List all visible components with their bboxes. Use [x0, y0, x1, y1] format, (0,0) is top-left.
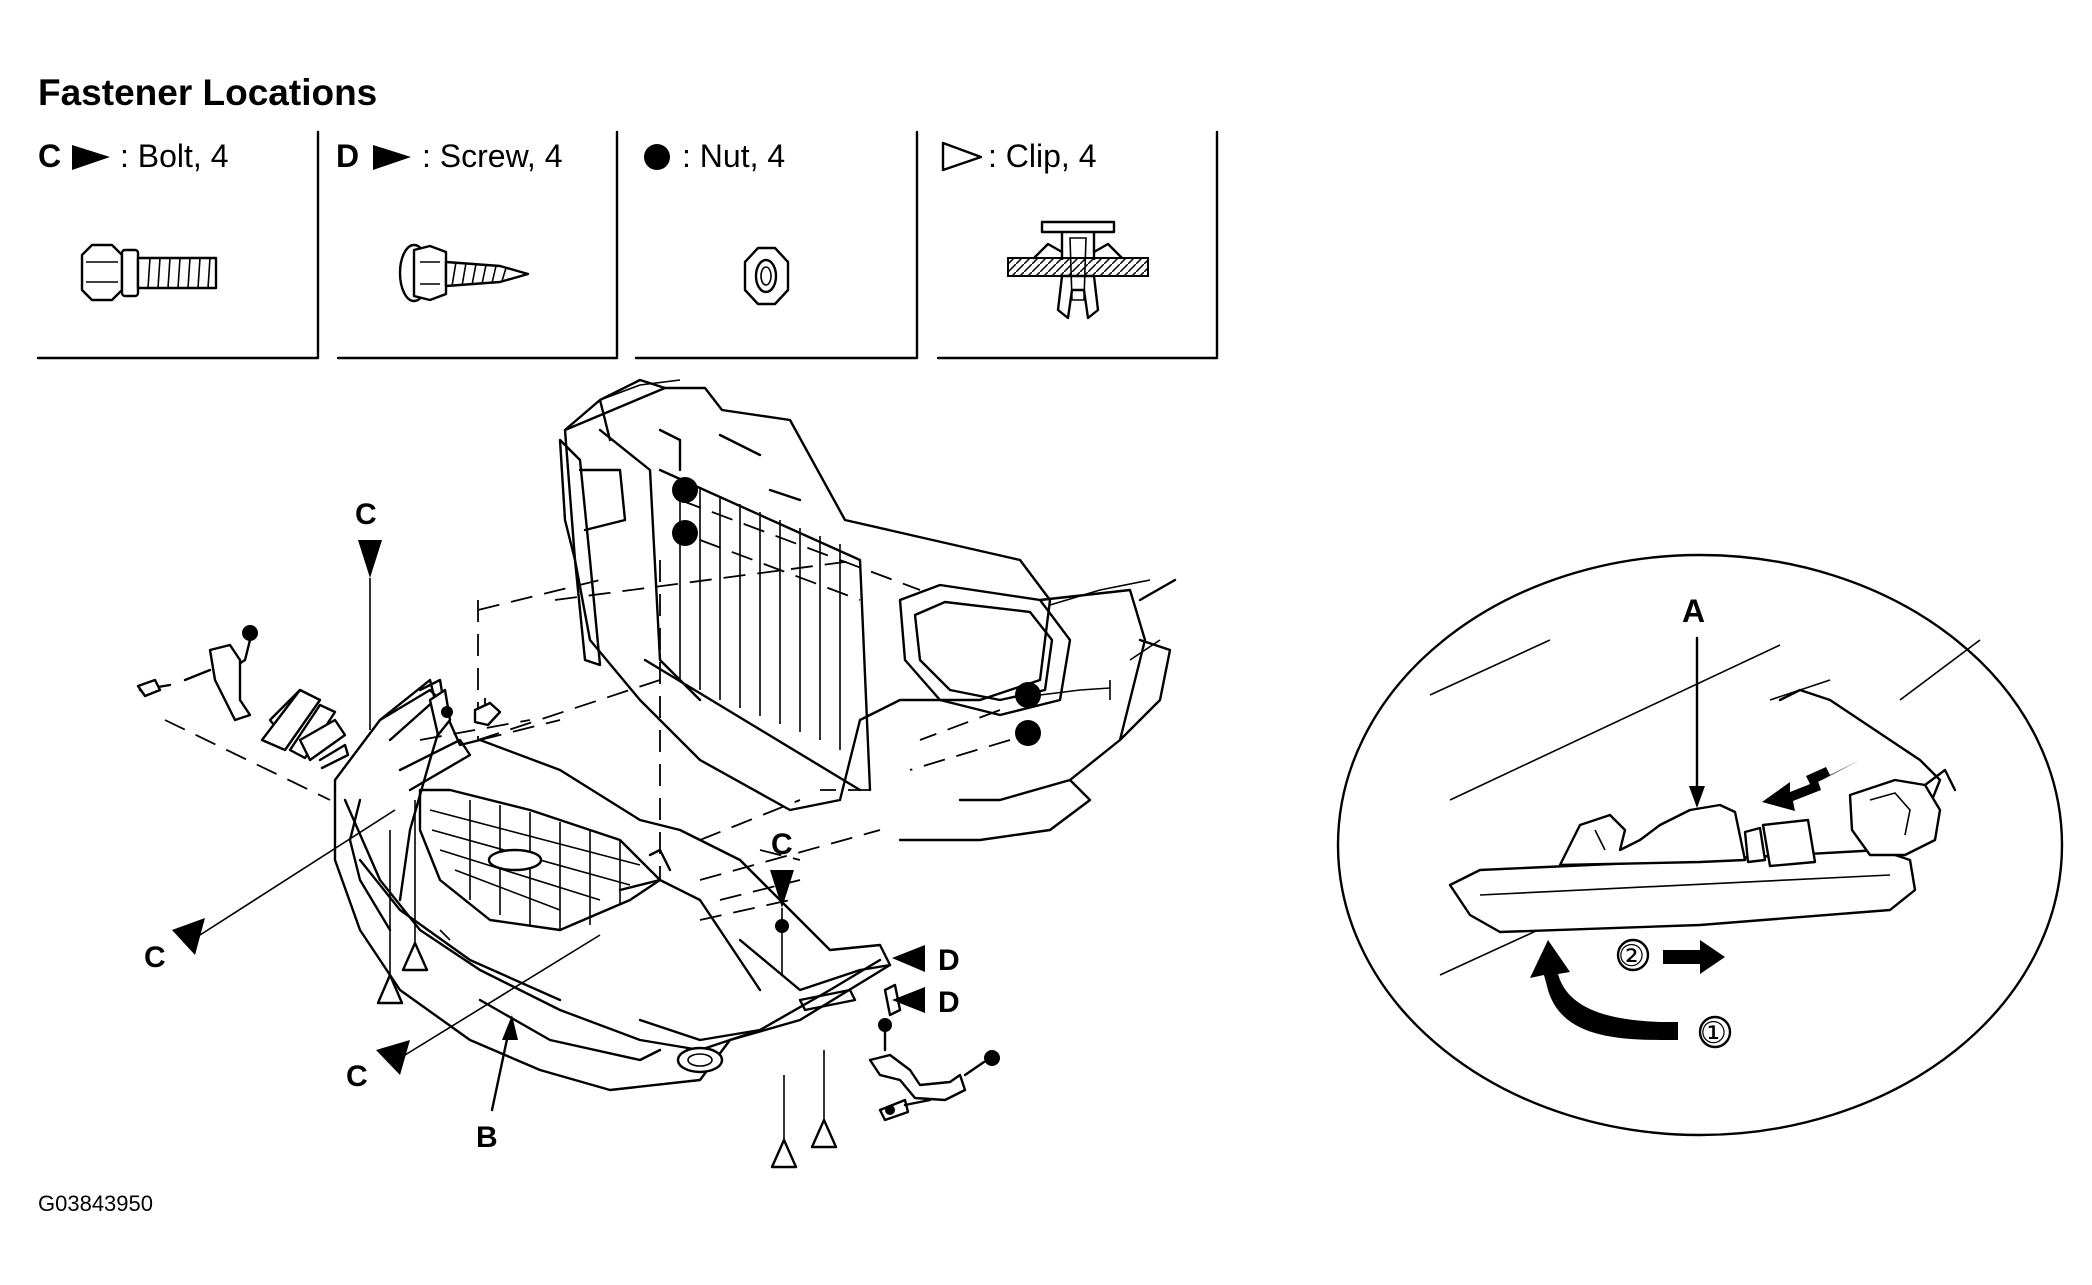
bumper-cover	[333, 678, 892, 1092]
label-a: A	[1682, 593, 1705, 629]
open-triangle-icon	[810, 1118, 838, 1149]
fastener-legend: C : Bolt, 4 D : Screw, 4	[36, 130, 1219, 360]
guide-lines	[164, 499, 1011, 921]
step-1-label: ①	[1700, 1017, 1727, 1050]
radiator-support	[558, 378, 1177, 842]
right-side-bracket	[775, 919, 1000, 1122]
bumper-exploded-view: C C C C D D	[136, 378, 1177, 1169]
label-c: C	[355, 498, 377, 531]
filled-triangle-icon	[358, 540, 382, 578]
open-triangle-icon	[941, 141, 983, 172]
filled-triangle-icon	[172, 918, 205, 955]
label-c: C	[771, 828, 793, 861]
side-marker-detail: A ① ②	[1336, 553, 2064, 1137]
svg-text:: Bolt, 4: : Bolt, 4	[120, 138, 229, 174]
filled-triangle-icon	[376, 1040, 410, 1075]
filled-triangle-icon	[72, 145, 110, 170]
open-triangle-icon	[376, 973, 404, 1005]
legend-bolt: C : Bolt, 4	[38, 138, 229, 302]
filled-triangle-icon	[892, 945, 925, 972]
step-1-marker	[1698, 1015, 1732, 1049]
callouts: C C C C D D	[144, 498, 960, 1169]
legend-screw: D : Screw, 4	[336, 138, 563, 303]
svg-text:: Screw, 4: : Screw, 4	[422, 138, 563, 174]
filled-circle-icon	[644, 144, 670, 170]
step-2-marker	[1616, 938, 1650, 972]
label-d: D	[938, 986, 960, 1019]
step-2-label: ②	[1618, 940, 1645, 973]
label-d: D	[938, 944, 960, 977]
clip-icon	[1007, 220, 1149, 320]
svg-text:: Clip, 4: : Clip, 4	[988, 138, 1096, 174]
label-b: B	[476, 1121, 498, 1154]
legend-nut: : Nut, 4	[644, 138, 790, 306]
screw-icon	[398, 243, 530, 303]
svg-text:C: C	[38, 138, 61, 174]
label-c: C	[346, 1060, 368, 1093]
filled-triangle-icon	[770, 870, 794, 908]
open-triangle-icon	[770, 1138, 798, 1169]
bolt-icon	[80, 243, 218, 302]
figure-code: G03843950	[38, 1191, 153, 1216]
svg-text:: Nut, 4: : Nut, 4	[682, 138, 785, 174]
legend-clip: : Clip, 4	[941, 138, 1149, 320]
filled-triangle-icon	[892, 987, 925, 1013]
nut-icon	[743, 246, 790, 306]
page-title: Fastener Locations	[38, 72, 377, 113]
open-triangle-icon	[401, 941, 429, 972]
nut-marker	[672, 477, 698, 503]
left-side-bracket	[136, 625, 502, 770]
nut-marker	[1015, 720, 1041, 746]
label-c: C	[144, 941, 166, 974]
nut-marker	[672, 520, 698, 546]
svg-text:D: D	[336, 138, 359, 174]
filled-triangle-icon	[373, 145, 411, 170]
nut-marker	[1015, 682, 1041, 708]
